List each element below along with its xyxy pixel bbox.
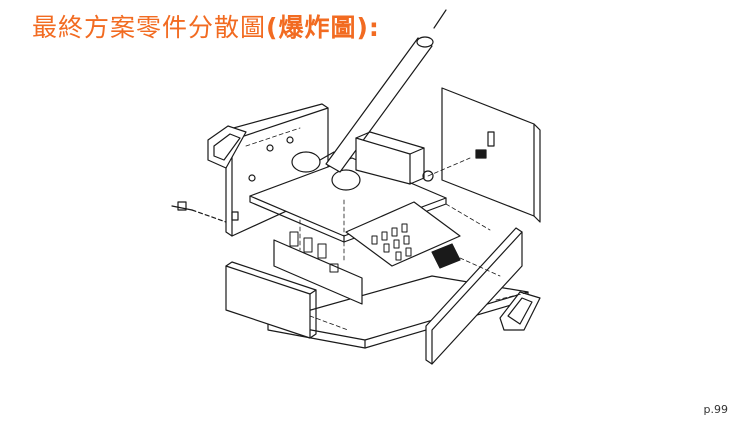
slide-title: 最終方案零件分散圖(爆炸圖): xyxy=(32,8,380,44)
speaker-left xyxy=(291,151,321,173)
circuit-board xyxy=(345,201,461,267)
slide-title-paren: (爆炸圖): xyxy=(266,13,380,42)
page-number: p.99 xyxy=(703,403,728,416)
slide-title-main: 最終方案零件分散圖 xyxy=(32,13,267,42)
back-right-panel xyxy=(441,87,535,217)
screw xyxy=(171,205,193,211)
right-front-panel xyxy=(425,227,523,365)
dark-module xyxy=(431,243,461,269)
tube xyxy=(325,37,433,173)
speaker-right xyxy=(331,169,361,191)
front-component-strip xyxy=(273,239,363,305)
